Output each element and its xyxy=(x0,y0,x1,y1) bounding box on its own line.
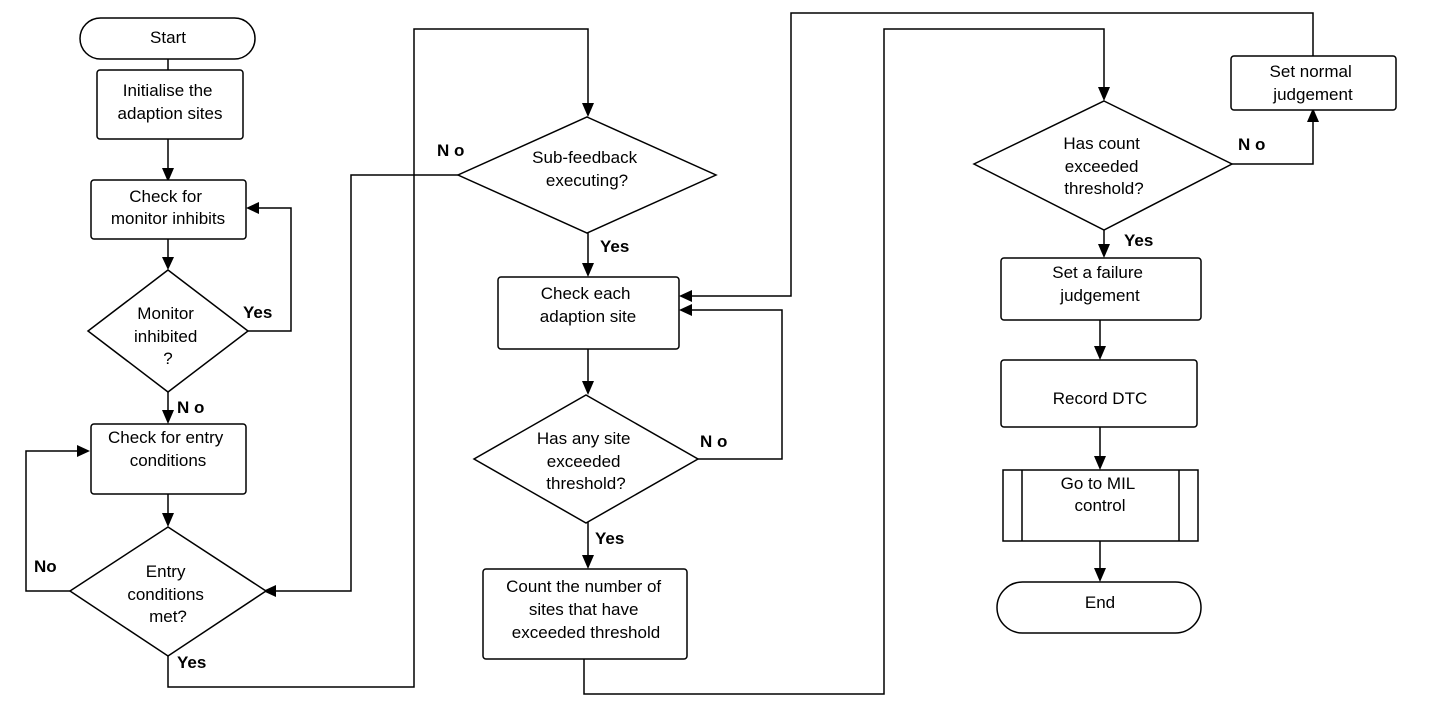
entry-met-decision xyxy=(68,526,268,657)
edge-entry-no-loop xyxy=(25,450,82,592)
record-dtc-label: Record DTC xyxy=(1053,389,1147,408)
arrowhead xyxy=(582,381,594,395)
edge-normal-to-check-site xyxy=(690,12,1314,297)
edge-site-no-loop xyxy=(690,309,783,460)
check-inhibits-box xyxy=(90,179,247,240)
edge-label-subfeedback-no: N o xyxy=(437,141,464,160)
subfeedback-label: Sub-feedback executing? xyxy=(532,148,642,190)
check-each-site-box xyxy=(497,276,680,350)
edge-label-site-yes: Yes xyxy=(595,529,624,548)
arrowhead xyxy=(679,290,692,302)
edge-label-entry-yes: Yes xyxy=(177,653,206,672)
edge-label-inhibited-no: N o xyxy=(177,398,204,417)
count-exceeded-decision xyxy=(972,100,1234,231)
arrowhead xyxy=(162,257,174,270)
subfeedback-decision xyxy=(456,116,718,234)
arrowhead xyxy=(263,585,276,597)
arrowhead xyxy=(1094,346,1106,360)
arrowhead xyxy=(1307,108,1319,122)
arrowhead xyxy=(1094,568,1106,582)
set-normal-box xyxy=(1230,55,1397,111)
nodes xyxy=(68,17,1397,660)
arrowheads xyxy=(77,70,1319,597)
init-sites-label: Initialise the adaption sites xyxy=(118,81,223,123)
edge-count-to-decision xyxy=(583,28,1105,695)
edge-label-entry-no: No xyxy=(34,557,57,576)
edge-inhibited-yes-loop xyxy=(248,207,292,332)
arrowhead xyxy=(582,555,594,569)
arrowhead xyxy=(582,103,594,117)
count-sites-label: Count the number of sites that have exce… xyxy=(506,577,666,642)
edge-count-no xyxy=(1232,118,1314,165)
any-site-exceeded-decision xyxy=(472,394,700,524)
init-sites-box xyxy=(96,69,244,140)
any-site-exceeded-label: Has any site exceeded threshold? xyxy=(537,429,635,493)
end-label: End xyxy=(1085,593,1115,612)
arrowhead xyxy=(679,304,692,316)
set-failure-box xyxy=(1000,257,1202,321)
edge-label-site-no: N o xyxy=(700,432,727,451)
count-sites-box xyxy=(482,568,688,660)
count-exceeded-label: Has count exceeded threshold? xyxy=(1063,134,1144,198)
arrowhead xyxy=(77,445,90,457)
node-labels: Start Initialise the adaption sites Chec… xyxy=(108,28,1357,642)
check-entry-label: Check for entry conditions xyxy=(108,428,228,470)
set-normal-label: Set normal judgement xyxy=(1270,62,1357,104)
check-entry-box xyxy=(90,423,247,495)
start-label: Start xyxy=(150,28,186,47)
set-failure-label: Set a failure judgement xyxy=(1052,263,1147,305)
edge-labels: Yes N o No Yes N o Yes N o Yes Yes N o xyxy=(34,135,1265,672)
check-each-site-label: Check each adaption site xyxy=(540,284,636,326)
arrowhead xyxy=(162,513,174,527)
monitor-inhibited-label: Monitor inhibited ? xyxy=(134,304,202,368)
edge-entry-yes xyxy=(167,28,589,688)
entry-met-label: Entry conditions met? xyxy=(127,562,208,626)
arrowhead xyxy=(1098,87,1110,101)
arrowhead xyxy=(1094,456,1106,470)
check-inhibits-label: Check for monitor inhibits xyxy=(111,187,225,228)
go-mil-subroutine xyxy=(1002,469,1199,542)
monitor-inhibited-decision xyxy=(86,269,250,393)
edge-label-count-no: N o xyxy=(1238,135,1265,154)
go-mil-label: Go to MIL control xyxy=(1061,474,1140,515)
arrowhead xyxy=(162,410,174,424)
arrowhead xyxy=(1098,244,1110,258)
edge-subfeedback-no xyxy=(274,174,458,592)
edge-label-subfeedback-yes: Yes xyxy=(600,237,629,256)
edge-label-inhibited-yes: Yes xyxy=(243,303,272,322)
end-terminator xyxy=(996,581,1202,634)
start-terminator xyxy=(79,17,256,60)
arrowhead xyxy=(246,202,259,214)
arrowhead xyxy=(582,263,594,277)
arrowhead xyxy=(162,168,174,182)
connectors xyxy=(25,12,1314,695)
edge-label-count-yes: Yes xyxy=(1124,231,1153,250)
record-dtc-box xyxy=(1000,359,1198,428)
